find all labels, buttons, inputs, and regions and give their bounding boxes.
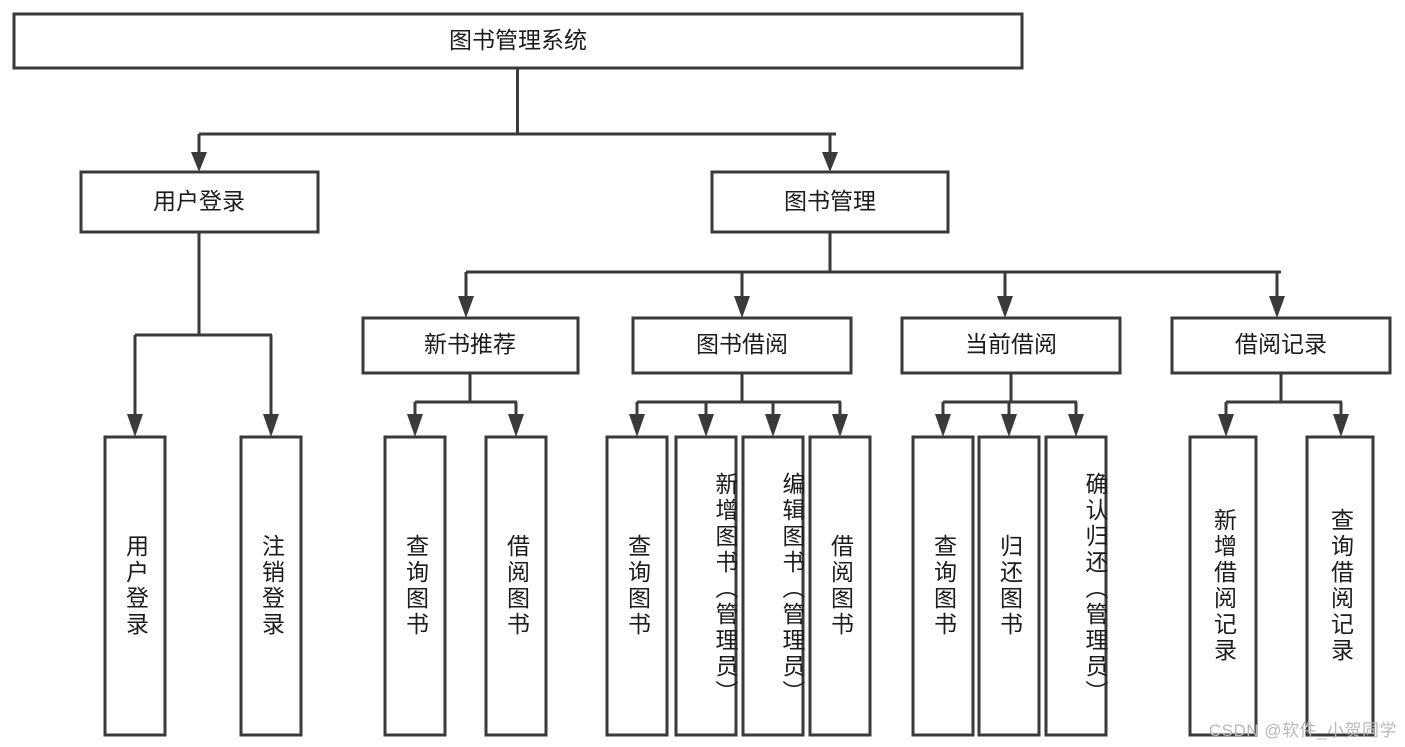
arrow-bm-to-book-borrow: [734, 296, 750, 318]
node-borrow-record-label: 借阅记录: [1235, 331, 1327, 357]
arrow-cb-leaf1: [935, 414, 951, 437]
csdn-watermark: CSDN @软件_小贺同学: [1208, 721, 1397, 740]
arrow-root-to-book-manage: [822, 152, 838, 172]
arrow-ul-leaf2: [263, 414, 279, 437]
arrow-ul-leaf1: [127, 414, 143, 437]
leaf-box-new-book-rec-1[interactable]: [484, 435, 548, 737]
leaf-box-book-borrow-2[interactable]: [741, 435, 805, 737]
leaf-box-new-book-rec-0[interactable]: [383, 435, 447, 737]
arrow-nbr-leaf1: [407, 414, 423, 437]
arrow-bm-to-new-book: [458, 296, 474, 318]
node-book-manage-box[interactable]: [710, 170, 950, 234]
leaf-box-borrow-record-0[interactable]: [1188, 435, 1258, 737]
arrow-bb-leaf2: [698, 414, 714, 437]
labels-layer: 图书管理系统 用户登录 图书管理 新书推荐 图书借阅 当前借阅 借阅记录: [153, 27, 1327, 357]
leaf-box-book-borrow-0[interactable]: [605, 435, 669, 737]
node-current-borrow-box[interactable]: [900, 316, 1122, 375]
leaf-box-borrow-record-1[interactable]: [1305, 435, 1375, 737]
node-user-login-box[interactable]: [79, 170, 320, 234]
arrow-bb-leaf4: [832, 414, 848, 437]
node-book-manage-label: 图书管理: [784, 188, 876, 214]
leaf-box-user-login-1[interactable]: [239, 435, 303, 737]
node-book-borrow-label: 图书借阅: [696, 331, 788, 357]
node-new-book-rec-label: 新书推荐: [424, 331, 516, 357]
arrow-bb-leaf1: [629, 414, 645, 437]
arrow-bm-to-current-borrow: [997, 296, 1013, 318]
connectors-layer: [127, 68, 1349, 437]
arrow-bm-to-borrow-record: [1269, 296, 1285, 318]
leaf-box-book-borrow-1[interactable]: [674, 435, 738, 737]
node-root-box[interactable]: [12, 12, 1024, 70]
nodes-layer: [12, 12, 1392, 737]
node-new-book-rec-box[interactable]: [361, 316, 580, 375]
node-root-label: 图书管理系统: [449, 27, 587, 53]
arrow-cb-leaf2: [1001, 414, 1017, 437]
arrow-cb-leaf3: [1068, 414, 1084, 437]
node-book-borrow-box[interactable]: [631, 316, 853, 375]
node-current-borrow-label: 当前借阅: [965, 331, 1057, 357]
arrow-br-leaf2: [1333, 414, 1349, 437]
arrow-root-to-user-login: [191, 152, 207, 172]
node-borrow-record-box[interactable]: [1170, 316, 1392, 375]
leaf-box-user-login-0[interactable]: [103, 435, 167, 737]
leaf-box-current-borrow-0[interactable]: [911, 435, 975, 737]
leaf-box-current-borrow-2[interactable]: [1044, 435, 1108, 737]
arrow-bb-leaf3: [765, 414, 781, 437]
leaf-box-current-borrow-1[interactable]: [977, 435, 1041, 737]
arrow-nbr-leaf2: [508, 414, 524, 437]
node-user-login-label: 用户登录: [153, 188, 245, 214]
arrow-br-leaf1: [1218, 414, 1234, 437]
leaf-box-book-borrow-3[interactable]: [808, 435, 872, 737]
